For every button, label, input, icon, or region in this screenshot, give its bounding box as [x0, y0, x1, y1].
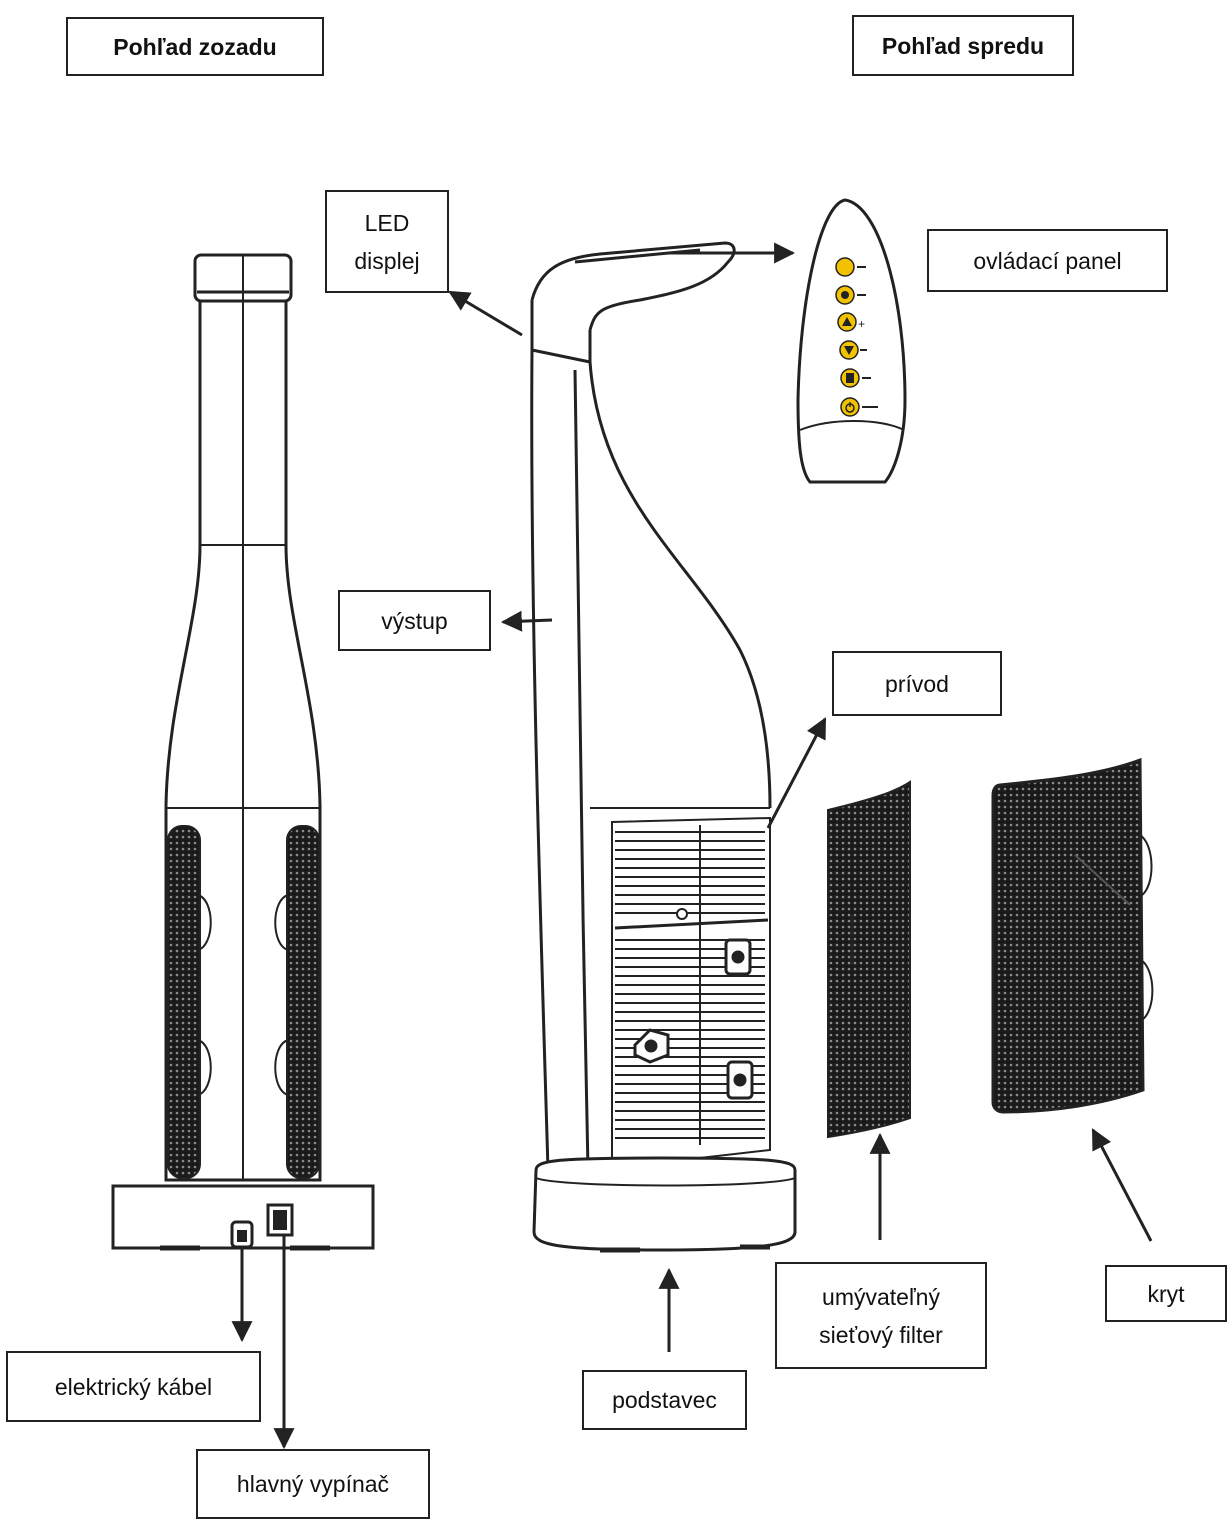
control-panel-label: ovládací panel: [927, 229, 1168, 292]
control-button-timer: [840, 368, 871, 388]
control-button-power: [840, 397, 878, 417]
cover-label: kryt: [1105, 1265, 1227, 1322]
led-display-label: LED displej: [325, 190, 449, 293]
power-cable-label: elektrický kábel: [6, 1351, 261, 1422]
base-label: podstavec: [582, 1370, 747, 1430]
washable-filter-drawing: [827, 780, 911, 1139]
led-display-arrow: [448, 290, 523, 337]
outlet-arrow: [500, 610, 553, 632]
cover-drawing: [991, 757, 1154, 1114]
rear-tower: [111, 253, 375, 1251]
control-button-down: [839, 340, 867, 360]
control-button-swing: [835, 257, 866, 277]
led-display-label-line1: LED: [364, 209, 410, 236]
inlet-arrow: [766, 717, 827, 829]
cover-arrow: [1091, 1128, 1153, 1242]
control-button-mode: [835, 285, 866, 305]
front-view-header: Pohľad spredu: [852, 15, 1074, 76]
washable-filter-label-line1: umývateľný: [822, 1283, 940, 1310]
washable-filter-label: umývateľný sieťový filter: [775, 1262, 987, 1369]
rear-view-header: Pohľad zozadu: [66, 17, 324, 76]
control-button-up: +: [837, 312, 865, 332]
inlet-label: prívod: [832, 651, 1002, 716]
washable-filter-label-line2: sieťový filter: [819, 1321, 943, 1348]
led-display-label-line2: displej: [354, 247, 420, 274]
svg-text:+: +: [858, 317, 865, 331]
front-tower: [530, 241, 797, 1253]
main-switch-label: hlavný vypínač: [196, 1449, 430, 1519]
control-panel-remote: +: [796, 198, 907, 484]
outlet-label: výstup: [338, 590, 491, 651]
